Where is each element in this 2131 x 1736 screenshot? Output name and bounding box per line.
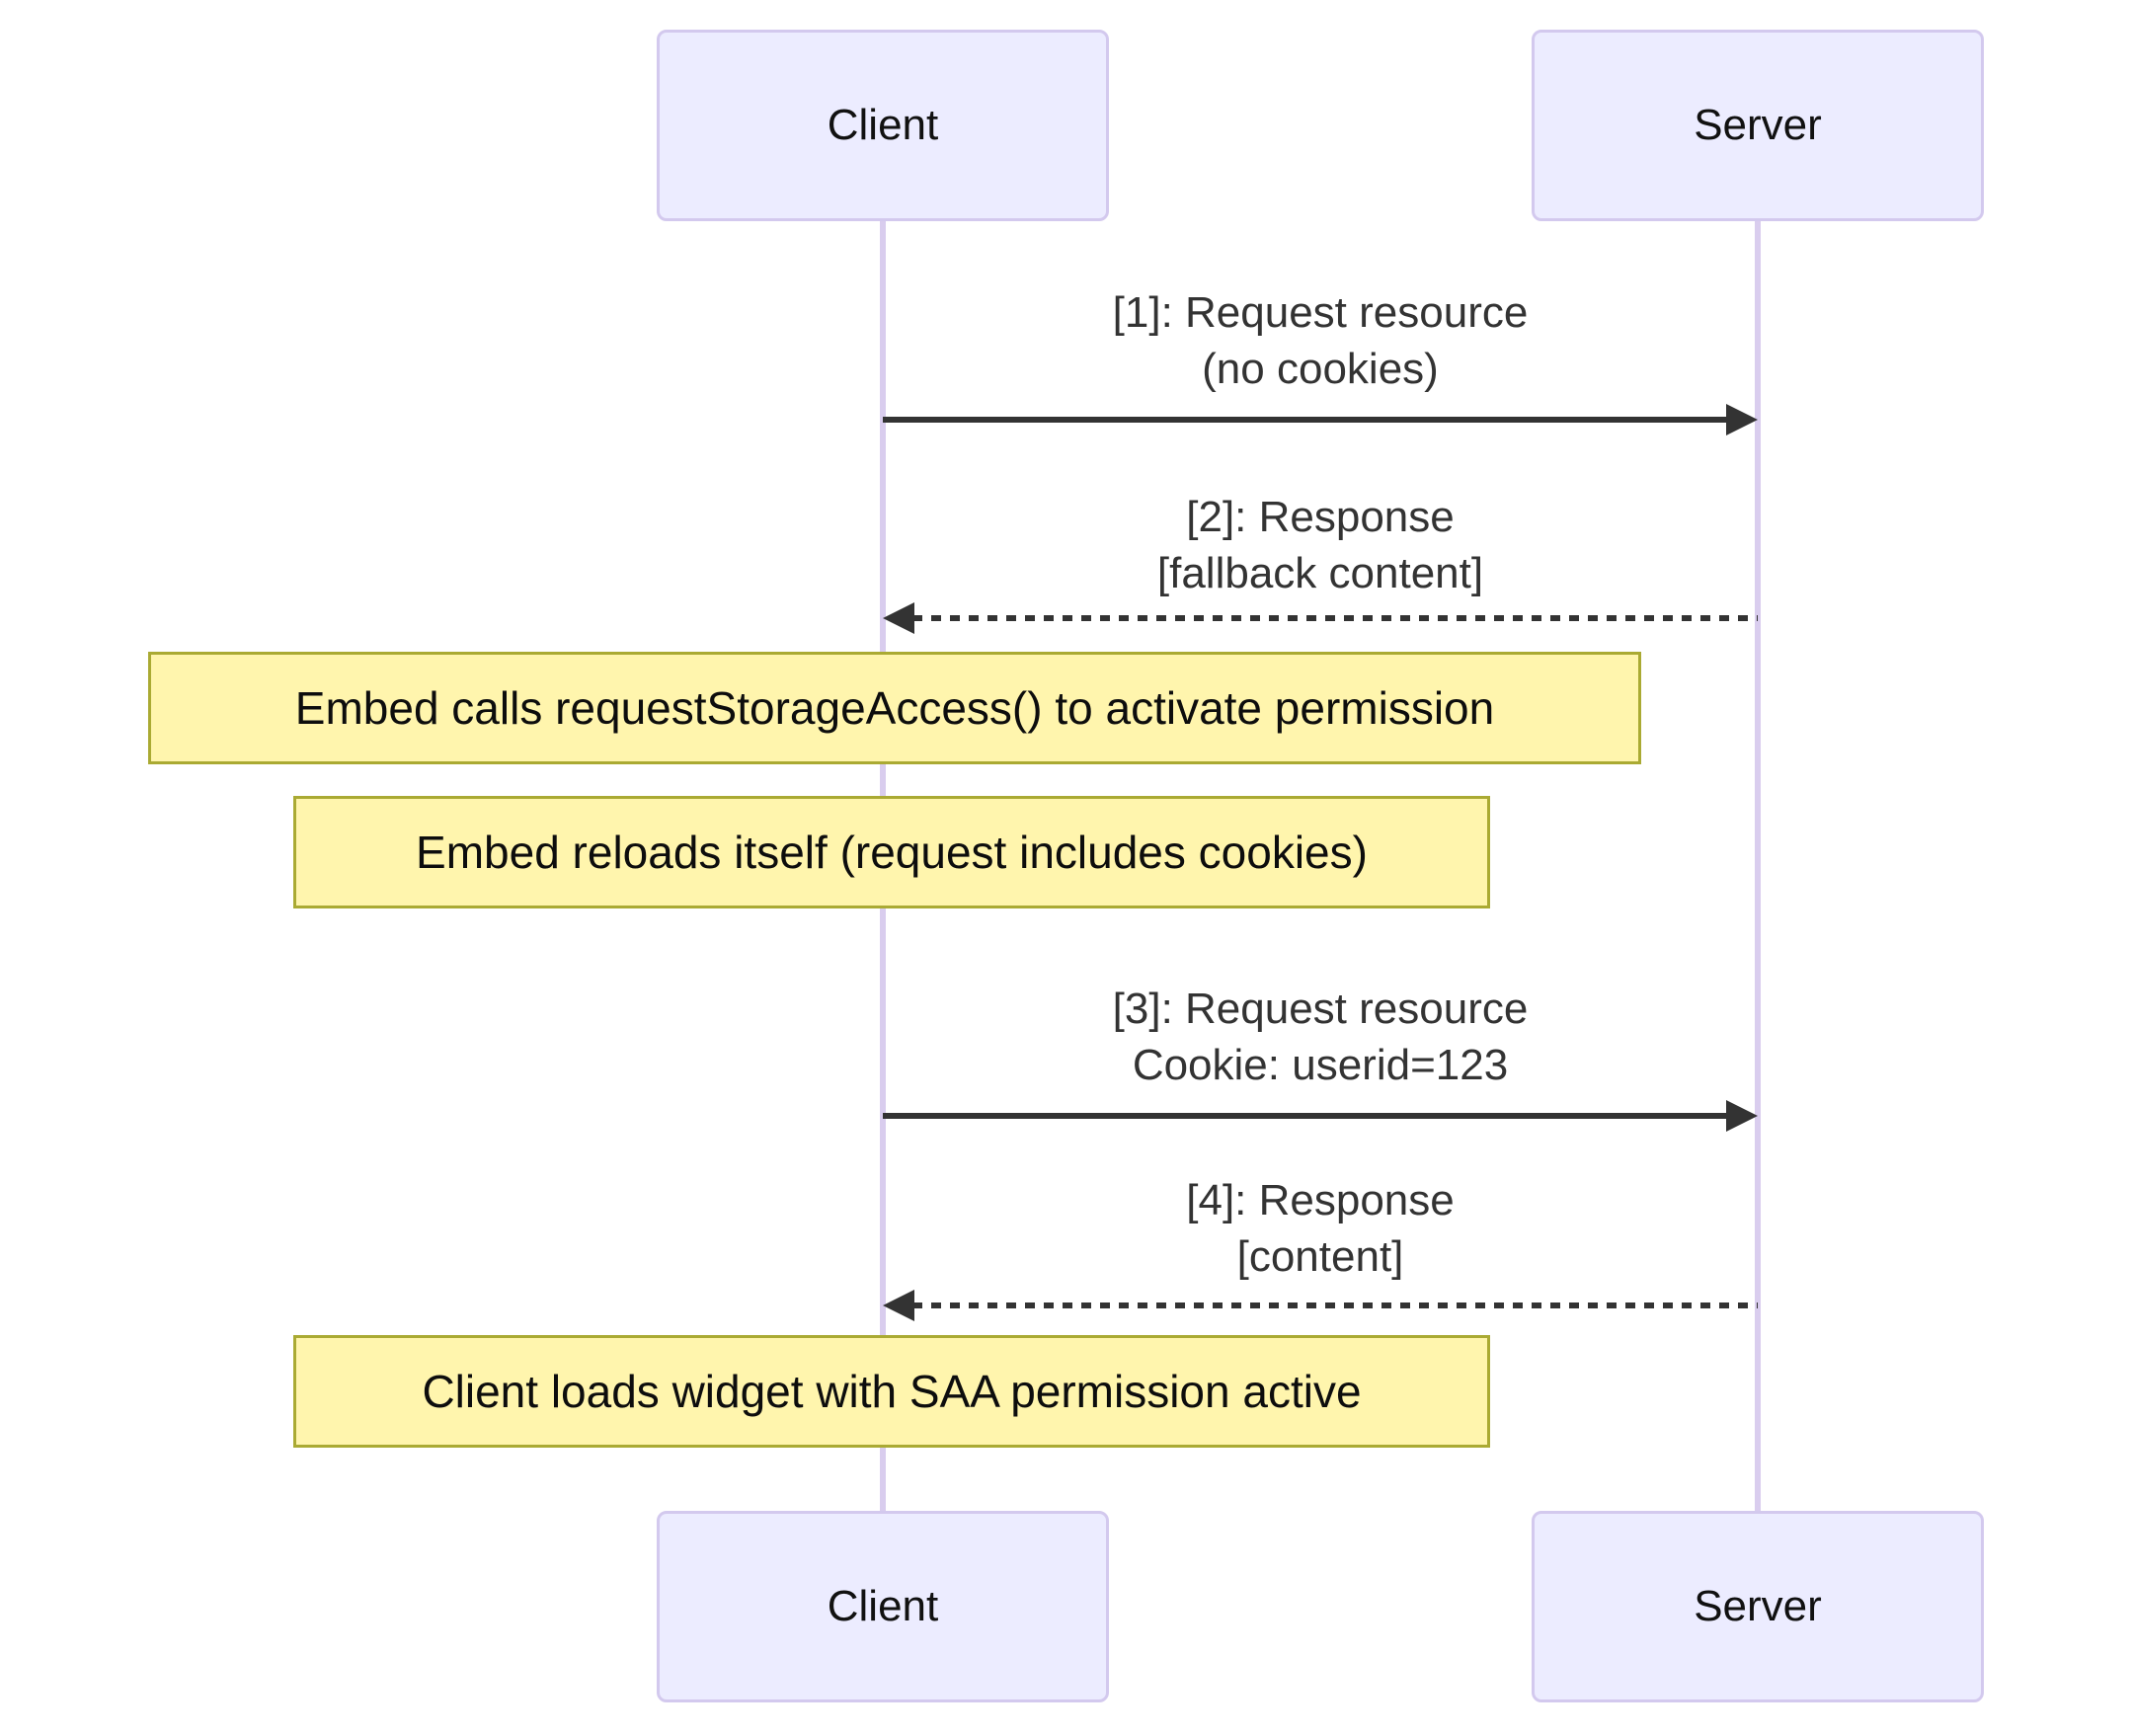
message-4-text: [4]: Response [content] (883, 1172, 1758, 1285)
message-2-arrow-line (912, 615, 1758, 621)
note-embed-reloads: Embed reloads itself (request includes c… (293, 796, 1490, 908)
message-1-line-2: (no cookies) (1202, 345, 1439, 393)
actor-client-top: Client (657, 30, 1109, 221)
message-4-arrowhead-icon (883, 1290, 914, 1321)
message-3-arrowhead-icon (1726, 1100, 1758, 1132)
note-client-loads-widget: Client loads widget with SAA permission … (293, 1335, 1490, 1448)
actor-client-bottom-label: Client (827, 1582, 939, 1630)
message-4-arrow-line (912, 1302, 1758, 1308)
message-1-arrowhead-icon (1726, 404, 1758, 435)
message-2-text: [2]: Response [fallback content] (883, 489, 1758, 601)
lifeline-server (1755, 221, 1761, 1511)
actor-server-top: Server (1532, 30, 1984, 221)
message-1-arrow-line (883, 417, 1728, 423)
note-client-loads-widget-text: Client loads widget with SAA permission … (422, 1366, 1362, 1417)
actor-client-bottom: Client (657, 1511, 1109, 1702)
note-request-storage-access-text: Embed calls requestStorageAccess() to ac… (294, 682, 1495, 734)
message-3-text: [3]: Request resource Cookie: userid=123 (883, 981, 1758, 1093)
actor-server-bottom-label: Server (1694, 1582, 1822, 1630)
message-3-arrow-line (883, 1113, 1728, 1119)
note-request-storage-access: Embed calls requestStorageAccess() to ac… (148, 652, 1641, 764)
message-2-line-1: [2]: Response (1186, 493, 1455, 541)
note-embed-reloads-text: Embed reloads itself (request includes c… (416, 827, 1368, 878)
message-4-line-1: [4]: Response (1186, 1176, 1455, 1224)
message-3-line-2: Cookie: userid=123 (1132, 1041, 1509, 1089)
message-4-line-2: [content] (1236, 1232, 1404, 1281)
actor-client-top-label: Client (827, 101, 939, 149)
message-2-line-2: [fallback content] (1156, 549, 1484, 597)
actor-server-top-label: Server (1694, 101, 1822, 149)
message-1-line-1: [1]: Request resource (1112, 288, 1529, 337)
message-3-line-1: [3]: Request resource (1112, 985, 1529, 1033)
message-1-text: [1]: Request resource (no cookies) (883, 284, 1758, 397)
actor-server-bottom: Server (1532, 1511, 1984, 1702)
message-2-arrowhead-icon (883, 602, 914, 634)
